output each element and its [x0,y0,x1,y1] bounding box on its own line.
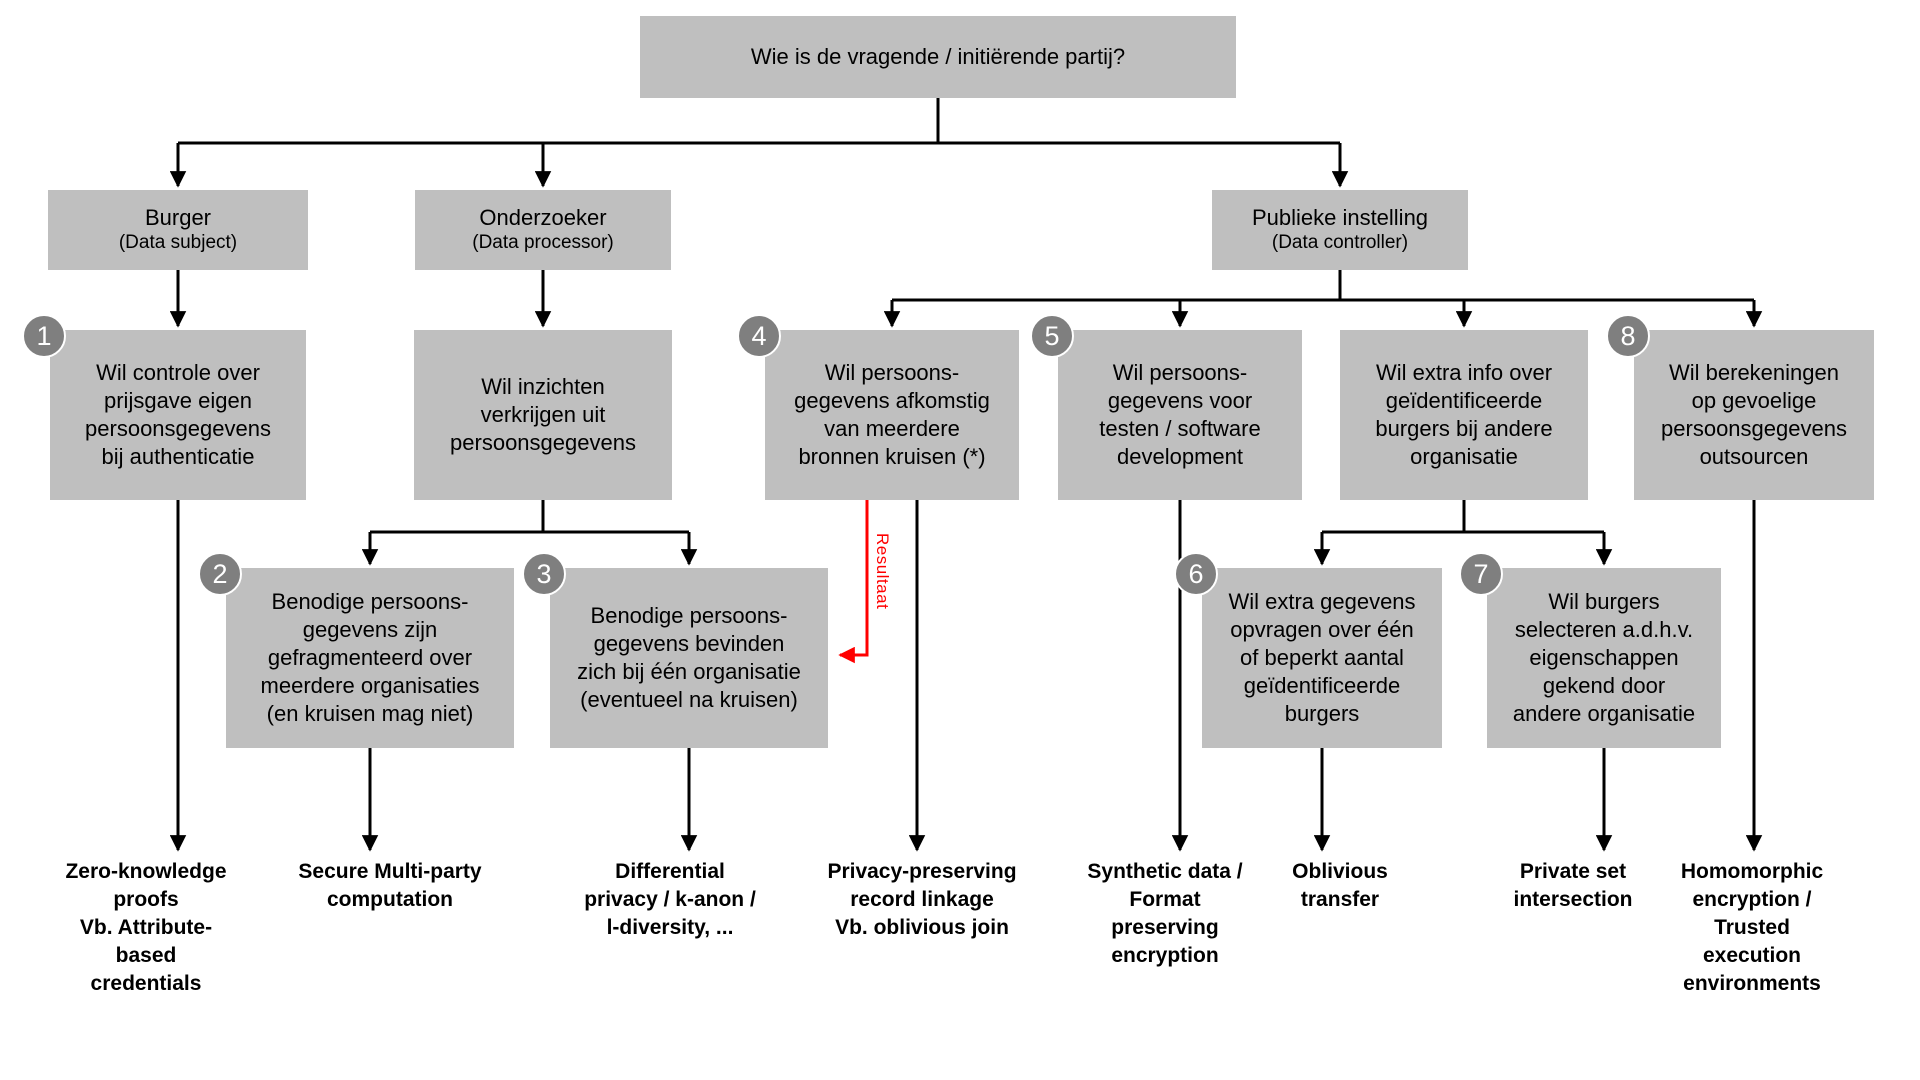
decision-box-2-text: Benodige persoons- gegevens zijn gefragm… [260,589,480,726]
badge-2: 2 [198,552,242,596]
decision-box-8: Wil berekeningen op gevoelige persoonsge… [1634,330,1874,500]
decision-box-7: Wil burgers selecteren a.d.h.v. eigensch… [1487,568,1721,748]
decision-box-5: Wil persoons- gegevens voor testen / sof… [1058,330,1302,500]
root-question-text: Wie is de vragende / initiërende partij? [750,44,1126,69]
decision-box-8-text: Wil berekeningen op gevoelige persoonsge… [1661,360,1847,469]
outcome-synthetic-data-fpe: Synthetic data / Format preserving encry… [1087,860,1243,967]
actor-burger-role: (Data subject) [118,232,238,253]
badge-3: 3 [522,552,566,596]
decision-box-6: Wil extra gegevens opvragen over één of … [1202,568,1442,748]
outcome-private-set-intersection: Private set intersection [1513,860,1633,911]
outcome-differential-privacy: Differential privacy / k-anon / l-divers… [584,860,756,939]
badge-1: 1 [22,314,66,358]
decision-box-extra-info: Wil extra info over geïdentificeerde bur… [1340,330,1588,500]
decision-box-inzichten: Wil inzichten verkrijgen uit persoonsgeg… [414,330,672,500]
decision-box-extra-info-text: Wil extra info over geïdentificeerde bur… [1375,360,1553,469]
actor-onderzoeker-name: Onderzoeker [479,205,607,230]
decision-box-1-text: Wil controle over prijsgave eigen persoo… [85,360,271,469]
decision-box-7-text: Wil burgers selecteren a.d.h.v. eigensch… [1512,589,1696,726]
root-question-box: Wie is de vragende / initiërende partij? [640,16,1236,98]
decision-box-3-text: Benodige persoons- gegevens bevinden zic… [577,603,801,712]
resultaat-annotation: Resultaat [873,533,892,610]
decision-box-inzichten-text: Wil inzichten verkrijgen uit persoonsgeg… [450,374,636,455]
outcome-homomorphic-encryption-tee: Homomorphic encryption / Trusted executi… [1680,860,1824,995]
decision-box-3: Benodige persoons- gegevens bevinden zic… [550,568,828,748]
actor-publieke-role: (Data controller) [1271,232,1409,253]
actor-box-burger: Burger (Data subject) [48,190,308,270]
badge-4: 4 [737,314,781,358]
decision-box-4: Wil persoons- gegevens afkomstig van mee… [765,330,1019,500]
decision-box-6-text: Wil extra gegevens opvragen over één of … [1228,589,1416,726]
outcome-zero-knowledge-proofs: Zero-knowledge proofs Vb. Attribute- bas… [65,860,227,995]
decision-box-4-text: Wil persoons- gegevens afkomstig van mee… [794,360,990,469]
outcome-oblivious-transfer: Oblivious transfer [1292,860,1388,911]
actor-publieke-name: Publieke instelling [1251,205,1429,230]
decision-box-5-text: Wil persoons- gegevens voor testen / sof… [1099,360,1261,469]
actor-onderzoeker-role: (Data processor) [472,232,614,253]
actor-box-publieke-instelling: Publieke instelling (Data controller) [1212,190,1468,270]
outcome-secure-multiparty-computation: Secure Multi-party computation [298,860,482,911]
badge-7: 7 [1459,552,1503,596]
decision-box-1: Wil controle over prijsgave eigen persoo… [50,330,306,500]
actor-box-onderzoeker: Onderzoeker (Data processor) [415,190,671,270]
badge-5: 5 [1030,314,1074,358]
actor-burger-name: Burger [144,205,212,230]
badge-6: 6 [1174,552,1218,596]
outcome-privacy-preserving-record-linkage: Privacy-preserving record linkage Vb. ob… [827,860,1017,939]
badge-8: 8 [1606,314,1650,358]
result-arrow [838,500,869,664]
decision-box-2: Benodige persoons- gegevens zijn gefragm… [226,568,514,748]
